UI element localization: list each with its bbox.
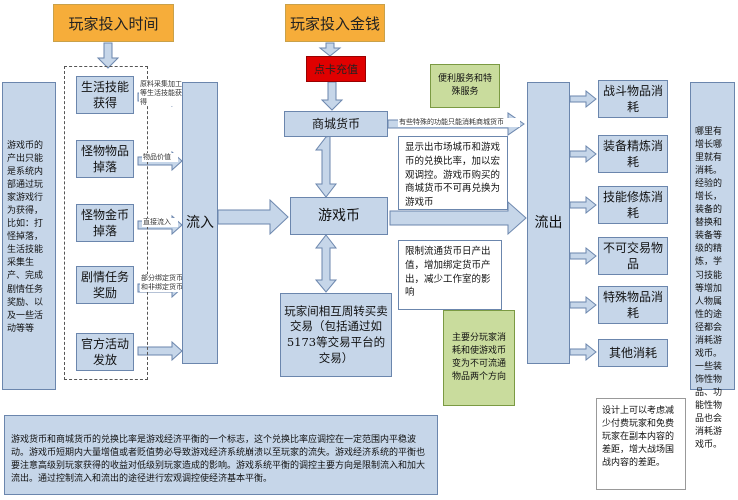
source-monster-item-note: 物品价值 (142, 153, 178, 162)
restrict-note: 限制流通货币日产出值，增加绑定货币产出，减少工作室的影响 (398, 240, 502, 310)
arrow-money-down (318, 42, 342, 57)
directions-note: 主要分玩家消耗和使游戏币变为不可流通物品两个方向 (443, 310, 515, 406)
sink-battle-items-label: 战斗物品消耗 (602, 83, 663, 114)
sink-equip-refine: 装备精炼消耗 (598, 135, 668, 173)
bottom-right-note: 设计上可以考虑减少付费玩家和免费玩家在副本内容的差距，增大战场国战内容的差距。 (596, 398, 686, 490)
recharge-box: 点卡充值 (306, 56, 366, 82)
restrict-note-text: 限制流通货币日产出值，增加绑定货币产出，减少工作室的影响 (405, 246, 491, 299)
game-currency-box: 游戏币 (290, 197, 388, 235)
arrow-inflow-game (217, 198, 289, 236)
arrow-game-outflow (389, 200, 527, 236)
mall-currency-box: 商城货币 (284, 111, 388, 137)
sink-special-items-label: 特殊物品消耗 (602, 289, 663, 320)
arrow-time-down (96, 42, 120, 69)
arrow-game-trade (314, 234, 338, 293)
directions-note-text: 主要分玩家消耗和使游戏币变为不可流通物品两个方向 (451, 332, 506, 383)
bottom-note-text: 游戏货币和商城货币的兑换比率是游戏经济平衡的一个标志，这个兑换比率应调控在一定范… (11, 435, 426, 485)
sink-battle-items: 战斗物品消耗 (598, 80, 668, 118)
source-official-event: 官方活动发放 (76, 333, 134, 371)
source-quest-reward: 剧情任务奖励 (76, 266, 134, 304)
source-life-skill-label: 生活技能获得 (80, 79, 129, 110)
player-time-box: 玩家投入时间 (53, 4, 174, 42)
source-quest-reward-note: 部分绑定货币和非绑定货币 (140, 274, 184, 292)
sink-skill-training: 技能修炼消耗 (598, 186, 668, 224)
source-monster-gold-note: 直接流入 (142, 218, 178, 227)
right-note-text: 哪里有增长哪里就有消耗。经验的增长，装备的替换和装备等级的精炼，学习技能等增加人… (695, 127, 723, 451)
mall-currency-label: 商城货币 (311, 116, 360, 131)
player-trade-label: 玩家间相互周转买卖交易（包括通过如5173等交易平台的交易） (284, 303, 388, 365)
source-life-skill-note: 原料采集加工等生活技能获得 (139, 80, 185, 107)
sink-other: 其他消耗 (598, 339, 668, 367)
arrow-sink-2 (569, 144, 597, 164)
outflow-label: 流出 (534, 214, 563, 231)
player-money-box: 玩家投入金钱 (285, 4, 385, 42)
arrow-recharge-mall (320, 81, 344, 111)
outflow-box: 流出 (527, 82, 570, 364)
convenience-note-text: 便利服务和特殊服务 (437, 73, 492, 97)
arrow-mall-game (314, 135, 338, 198)
source-life-skill: 生活技能获得 (76, 76, 134, 114)
inflow-box: 流入 (182, 82, 218, 364)
convenience-note: 便利服务和特殊服务 (430, 64, 500, 108)
sink-special-items: 特殊物品消耗 (598, 286, 668, 324)
sink-skill-training-label: 技能修炼消耗 (602, 189, 663, 220)
mall-consume-note: 有些特殊的功能只能消耗商城货币 (398, 118, 520, 127)
inflow-label: 流入 (186, 214, 214, 231)
source-monster-gold-label: 怪物金币掉落 (80, 207, 129, 238)
arrow-src-5 (137, 340, 183, 362)
source-monster-item: 怪物物品掉落 (76, 140, 134, 178)
left-note-text: 游戏币的产出只能是系统内部通过玩家游戏行为获得，比如：打怪掉落，生活技能采集生产… (7, 141, 44, 334)
arrow-sink-5 (569, 295, 597, 315)
player-money-label: 玩家投入金钱 (289, 14, 380, 33)
source-official-event-label: 官方活动发放 (80, 336, 129, 367)
source-monster-item-label: 怪物物品掉落 (80, 143, 129, 174)
player-time-label: 玩家投入时间 (68, 14, 159, 33)
player-trade-box: 玩家间相互周转买卖交易（包括通过如5173等交易平台的交易） (280, 293, 392, 377)
exchange-note-text: 显示出市场城币和游戏币的兑换比率，加以宏观调控。游戏币购买的商城货币不可再兑换为… (405, 142, 501, 209)
game-currency-label: 游戏币 (318, 207, 360, 224)
sink-untradable-items-label: 不可交易物品 (602, 240, 663, 271)
arrow-sink-4 (569, 246, 597, 266)
recharge-label: 点卡充值 (314, 63, 358, 76)
sink-untradable-items: 不可交易物品 (598, 237, 668, 275)
bottom-note-box: 游戏货币和商城货币的兑换比率是游戏经济平衡的一个标志，这个兑换比率应调控在一定范… (4, 415, 438, 495)
bottom-right-note-text: 设计上可以考虑减少付费玩家和免费玩家在副本内容的差距，增大战场国战内容的差距。 (602, 406, 675, 469)
arrow-sink-6 (569, 342, 597, 362)
arrow-sink-1 (569, 89, 597, 109)
right-note-box: 哪里有增长哪里就有消耗。经验的增长，装备的替换和装备等级的精炼，学习技能等增加人… (690, 82, 735, 450)
arrow-sink-3 (569, 195, 597, 215)
left-note-box: 游戏币的产出只能是系统内部通过玩家游戏行为获得，比如：打怪掉落，生活技能采集生产… (2, 82, 56, 390)
sink-other-label: 其他消耗 (608, 345, 657, 360)
sink-equip-refine-label: 装备精炼消耗 (602, 138, 663, 169)
source-quest-reward-label: 剧情任务奖励 (80, 269, 129, 300)
exchange-note: 显示出市场城币和游戏币的兑换比率，加以宏观调控。游戏币购买的商城货币不可再兑换为… (398, 136, 508, 210)
source-monster-gold: 怪物金币掉落 (76, 204, 134, 242)
